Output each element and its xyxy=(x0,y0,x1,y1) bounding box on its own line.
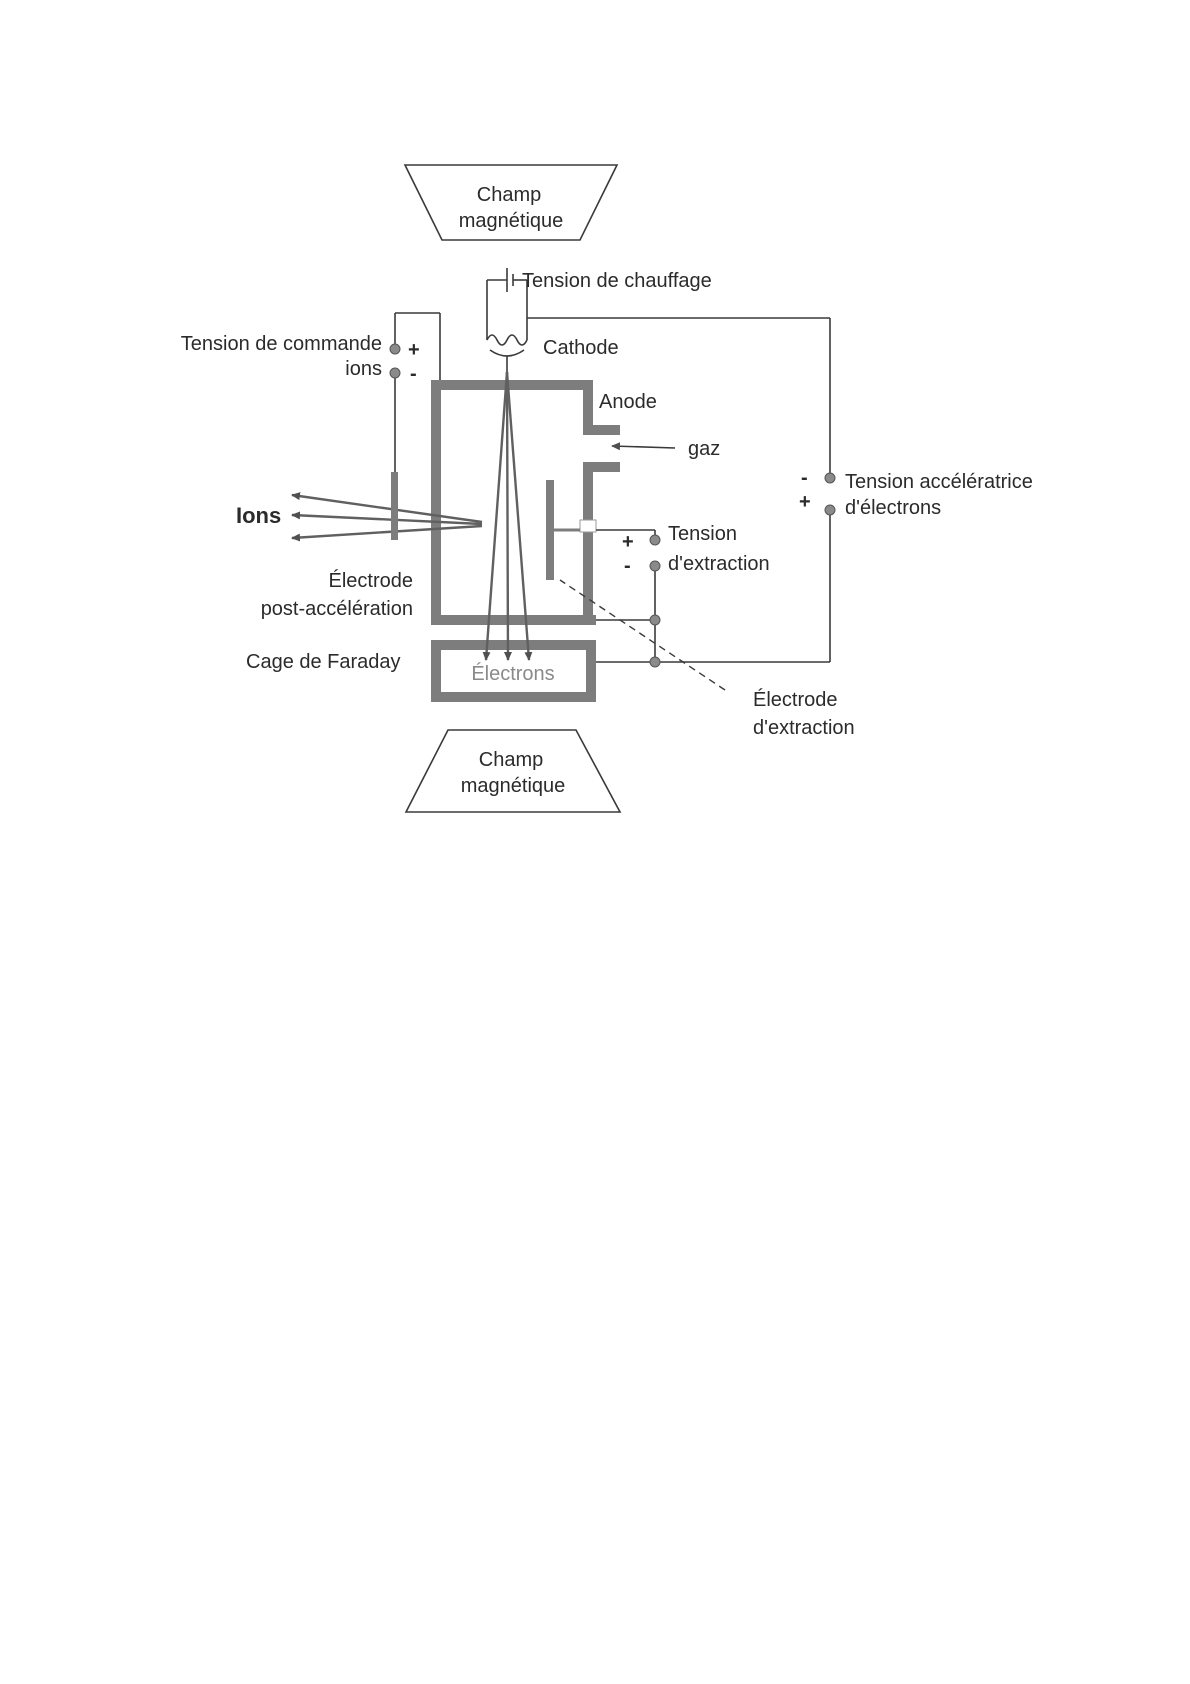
ion-control-label-2: ions xyxy=(345,358,382,380)
extraction-voltage-label-2: d'extraction xyxy=(668,553,770,575)
ion-control-minus-terminal xyxy=(390,368,400,378)
accel-voltage-label-2: d'électrons xyxy=(845,497,941,519)
ions-label: Ions xyxy=(236,503,281,528)
cathode-filament: Cathode xyxy=(487,335,619,372)
accel-voltage-label-1: Tension accélératrice xyxy=(845,471,1033,493)
extraction-plus-sign: + xyxy=(622,531,634,553)
accel-minus-terminal xyxy=(825,473,835,483)
extraction-voltage-label-1: Tension xyxy=(668,523,737,545)
anode-label: Anode xyxy=(599,391,657,413)
magnetic-field-top: Champ magnétique xyxy=(405,165,617,240)
electron-acceleration-circuit: - + Tension accélératrice d'électrons xyxy=(527,318,1033,662)
extraction-minus-sign: - xyxy=(624,555,631,577)
extraction-electrode-pointer xyxy=(560,580,725,690)
heating-voltage-label: Tension de chauffage xyxy=(522,270,712,292)
gas-inlet: gaz xyxy=(612,438,720,460)
cathode-label: Cathode xyxy=(543,337,619,359)
extraction-voltage-circuit: + - Tension d'extraction xyxy=(596,523,830,667)
extraction-electrode-label-1: Électrode xyxy=(753,688,838,711)
ion-control-plus-terminal xyxy=(390,344,400,354)
ion-beams: Ions xyxy=(236,495,482,538)
ion-control-plus-sign: + xyxy=(408,339,420,361)
magnetic-field-bottom-label-2: magnétique xyxy=(461,775,566,797)
magnetic-field-bottom-label-1: Champ xyxy=(479,749,543,771)
junction-faraday xyxy=(650,657,660,667)
accel-minus-sign: - xyxy=(801,467,808,489)
anode-chamber: Anode xyxy=(431,380,657,625)
extraction-minus-terminal xyxy=(650,561,660,571)
post-acceleration-electrode: Électrode post-accélération xyxy=(261,472,413,620)
junction-anode xyxy=(650,615,660,625)
gas-label: gaz xyxy=(688,438,720,460)
extraction-plus-terminal xyxy=(650,535,660,545)
post-accel-label-2: post-accélération xyxy=(261,598,413,620)
magnetic-field-top-label-1: Champ xyxy=(477,184,541,206)
heating-circuit: Tension de chauffage xyxy=(487,268,712,340)
extraction-aperture xyxy=(580,520,596,532)
post-accel-label-1: Électrode xyxy=(329,569,414,592)
magnetic-field-top-label-2: magnétique xyxy=(459,210,564,232)
faraday-cage-label: Cage de Faraday xyxy=(246,651,401,673)
accel-plus-sign: + xyxy=(799,491,811,513)
ion-control-circuit: + - Tension de commande ions xyxy=(181,313,440,472)
extraction-electrode-label-2: d'extraction xyxy=(753,717,855,739)
extraction-electrode xyxy=(546,480,580,580)
ion-control-minus-sign: - xyxy=(410,363,417,385)
magnetic-field-bottom: Champ magnétique xyxy=(406,730,620,812)
electrons-label: Électrons xyxy=(471,662,554,685)
accel-plus-terminal xyxy=(825,505,835,515)
faraday-cage: Électrons Cage de Faraday xyxy=(246,645,591,697)
ion-control-label-1: Tension de commande xyxy=(181,333,382,355)
